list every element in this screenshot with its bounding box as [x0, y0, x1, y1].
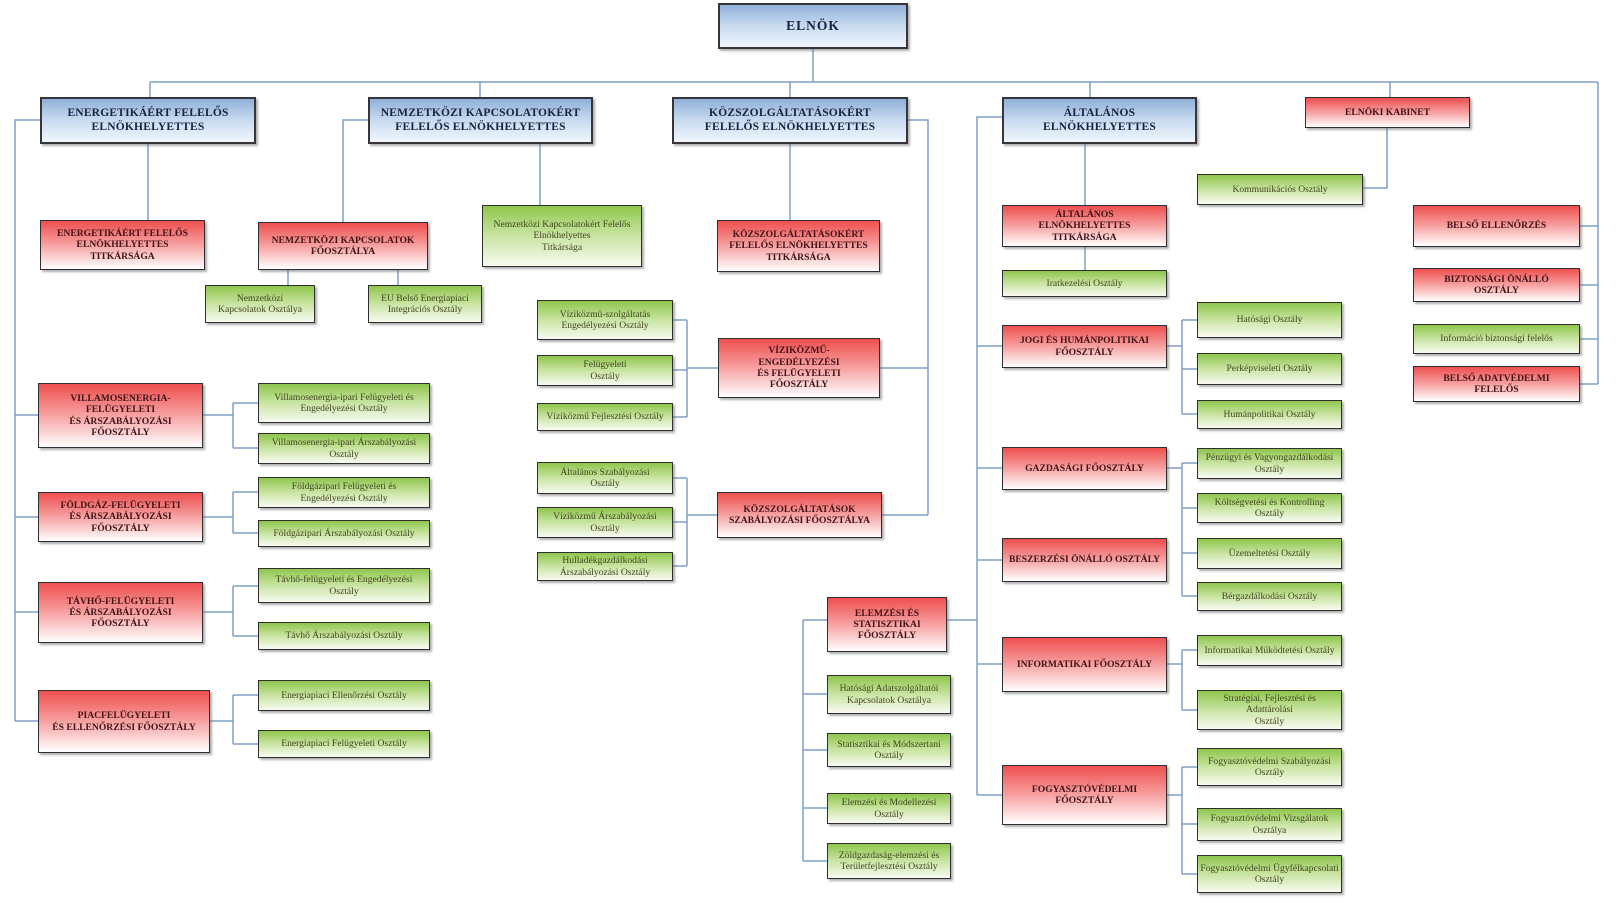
- node-belso-adatvedelmi-felelos: BELSŐ ADATVÉDELMI FELELŐS: [1413, 366, 1580, 402]
- node-vizikozmu-szolgaltatas-osztaly: Víziközmű-szolgáltatás Engedélyezési Osz…: [537, 300, 673, 340]
- node-altalanos-szabalyozasi-osztaly: Általános Szabályozási Osztály: [537, 462, 673, 494]
- node-kommunikacios-osztaly: Kommunikációs Osztály: [1197, 174, 1363, 205]
- node-foldgaz-felugyeleti-osztaly: Földgázipari Felügyeleti és Engedélyezés…: [258, 477, 430, 508]
- node-kozszolgaltatasok-szabalyozasi-foosztalya: KÖZSZOLGÁLTATÁSOK SZABÁLYOZÁSI FŐOSZTÁLY…: [717, 492, 882, 538]
- node-gazdasagi-foosztaly: GAZDASÁGI FŐOSZTÁLY: [1002, 447, 1167, 490]
- node-informatikai-mukodtetesi-osztaly: Informatikai Működtetési Osztály: [1197, 635, 1342, 666]
- node-informatikai-foosztaly: INFORMATIKAI FŐOSZTÁLY: [1002, 637, 1167, 692]
- node-elemzesi-modellezesi-osztaly: Elemzési és Modellezési Osztály: [827, 793, 951, 824]
- node-felugyeleti-osztaly: Felügyeleti Osztály: [537, 355, 673, 386]
- node-hatosagi-adatszolgaltatoi-osztalya: Hatósági Adatszolgáltatói Kapcsolatok Os…: [827, 675, 951, 714]
- node-villamos-felugyeleti-osztaly: Villamosenergia-ipari Felügyeleti és Eng…: [258, 383, 430, 423]
- node-fogyasztovedelmi-vizsgalatok-osztalya: Fogyasztóvédelmi Vizsgálatok Osztálya: [1197, 808, 1342, 841]
- node-nemzetkozi-kapcsolatok-osztalya: Nemzetközi Kapcsolatok Osztálya: [205, 285, 315, 323]
- node-tavho-foosztaly: TÁVHŐ-FELÜGYELETI ÉS ÁRSZABÁLYOZÁSI FŐOS…: [38, 582, 203, 643]
- node-kozszolgaltatasokert-titkarsaga: KÖZSZOLGÁLTATÁSOKÉRT FELELŐS ELNÖKHELYET…: [717, 220, 880, 272]
- node-fogyasztovedelmi-foosztaly: FOGYASZTÓVÉDELMI FŐOSZTÁLY: [1002, 765, 1167, 825]
- node-tavho-arszabalyozasi-osztaly: Távhő Árszabályozási Osztály: [258, 622, 430, 650]
- node-altalanos-titkarsaga: ÁLTALÁNOS ELNÖKHELYETTES TITKÁRSÁGA: [1002, 205, 1167, 247]
- node-kozszolgaltatasokert-elnokhelyettes: KÖZSZOLGÁLTATÁSOKÉRT FELELŐS ELNÖKHELYET…: [672, 97, 908, 144]
- node-uzemeltetesi-osztaly: Üzemeltetési Osztály: [1197, 538, 1342, 569]
- node-elnok: ELNÖK: [718, 3, 908, 49]
- connector-line: [342, 119, 368, 222]
- node-fogyasztovedelmi-szabalyozasi-osztaly: Fogyasztóvédelmi Szabályozási Osztály: [1197, 748, 1342, 786]
- node-foldgaz-foosztaly: FÖLDGÁZ-FELÜGYELETI ÉS ÁRSZABÁLYOZÁSI FŐ…: [38, 492, 203, 542]
- node-vizikozmu-arszabalyozasi-osztaly: Víziközmű Árszabályozási Osztály: [537, 507, 673, 538]
- node-elemzesi-statisztikai-foosztaly: ELEMZÉSI ÉS STATISZTIKAI FŐOSZTÁLY: [827, 597, 947, 652]
- node-energetikaert-elnokhelyettes: ENERGETIKÁÉRT FELELŐS ELNÖKHELYETTES: [40, 97, 256, 144]
- node-zoldgazdasag-elemzesi-osztaly: Zöldgazdaság-elemzési és Területfejleszt…: [827, 843, 951, 879]
- connector-line: [1363, 128, 1388, 189]
- node-bergazdalkodasi-osztaly: Bérgazdálkodási Osztály: [1197, 582, 1342, 611]
- node-humanpolitikai-osztaly: Humánpolitikai Osztály: [1197, 400, 1342, 429]
- node-altalanos-elnokhelyettes: ÁLTALÁNOS ELNÖKHELYETTES: [1002, 97, 1197, 144]
- node-beszerzesi-onallo-osztaly: BESZERZÉSI ÖNÁLLÓ OSZTÁLY: [1002, 538, 1167, 582]
- node-tavho-felugyeleti-osztaly: Távhő-felügyeleti és Engedélyezési Osztá…: [258, 568, 430, 603]
- node-hulladekgazdalkodasi-osztaly: Hulladékgazdálkodási Árszabályozási Oszt…: [537, 552, 673, 581]
- node-jogi-humanpolitikai-foosztaly: JOGI ÉS HUMÁNPOLITIKAI FŐOSZTÁLY: [1002, 325, 1167, 368]
- node-vizikozmu-foosztaly: VÍZIKÖZMŰ- ENGEDÉLYEZÉSI ÉS FELÜGYELETI …: [718, 338, 880, 398]
- node-belso-ellenorzes: BELSŐ ELLENŐRZÉS: [1413, 205, 1580, 247]
- node-eu-belso-energiapiaci: EU Belső Energiapiaci Integrációs Osztál…: [368, 285, 482, 323]
- node-nemzetkozi-kapcsolatok-foosztalya: NEMZETKÖZI KAPCSOLATOK FŐOSZTÁLYA: [258, 222, 428, 270]
- node-villamosenergia-foosztaly: VILLAMOSENERGIA- FELÜGYELETI ÉS ÁRSZABÁL…: [38, 383, 203, 448]
- node-elnoki-kabinet: ELNÖKI KABINET: [1305, 97, 1470, 128]
- node-villamos-arszabalyozasi-osztaly: Villamosenergia-ipari Árszabályozási Osz…: [258, 433, 430, 464]
- node-informacio-biztonsagi-felelos: Információ biztonsági felelős: [1413, 324, 1580, 354]
- node-hatosagi-osztaly: Hatósági Osztály: [1197, 302, 1342, 338]
- node-biztonsagi-onallo-osztaly: BIZTONSÁGI ÖNÁLLÓ OSZTÁLY: [1413, 268, 1580, 302]
- connector-line: [976, 116, 1002, 795]
- node-iratkezelesi-osztaly: Iratkezelési Osztály: [1002, 270, 1167, 297]
- node-foldgaz-arszabalyozasi-osztaly: Földgázipari Árszabályozási Osztály: [258, 520, 430, 547]
- node-nemzetkozi-titkarsaga: Nemzetközi Kapcsolatokért Felelős Elnökh…: [482, 205, 642, 267]
- node-nemzetkozi-elnokhelyettes: NEMZETKÖZI KAPCSOLATOKÉRT FELELŐS ELNÖKH…: [368, 97, 593, 144]
- node-koltsegvetesi-kontrolling-osztaly: Költségvetési és Kontrolling Osztály: [1197, 493, 1342, 523]
- node-penzugyi-vagyongazdalkodasi-osztaly: Pénzügyi és Vagyongazdálkodási Osztály: [1197, 448, 1342, 479]
- node-energiapiaci-felugyeleti-osztaly: Energiapiaci Felügyeleti Osztály: [258, 730, 430, 758]
- node-energiapiaci-ellenorzesi-osztaly: Energiapiaci Ellenőrzési Osztály: [258, 680, 430, 711]
- connector-line: [908, 119, 929, 515]
- node-vizikozmu-fejlesztesi-osztaly: Víziközmű Fejlesztési Osztály: [537, 403, 673, 431]
- node-strategiai-fejlesztesi-osztaly: Stratégiai, Fejlesztési és Adattárolási …: [1197, 690, 1342, 730]
- node-fogyasztovedelmi-ugyfelkapcsolati-osztaly: Fogyasztóvédelmi Ügyfélkapcsolati Osztál…: [1197, 855, 1342, 893]
- node-perkepviseleti-osztaly: Perképviseleti Osztály: [1197, 353, 1342, 385]
- connector-line: [14, 119, 40, 721]
- node-statisztikai-modszertani-osztaly: Statisztikai és Módszertani Osztály: [827, 733, 951, 767]
- node-piacfelugyeleti-foosztaly: PIACFELÜGYELETI ÉS ELLENŐRZÉSI FŐOSZTÁLY: [38, 690, 210, 753]
- node-energetikaert-titkarsaga: ENERGETIKÁÉRT FELELŐS ELNÖKHELYETTES TIT…: [40, 220, 205, 270]
